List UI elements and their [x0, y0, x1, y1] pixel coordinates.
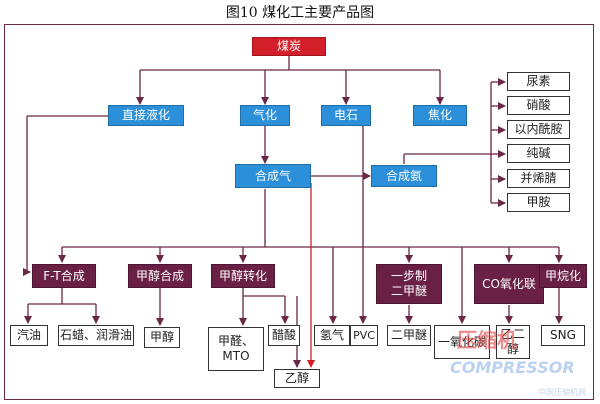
node-one-step-dme-line2: 二甲醚	[390, 284, 427, 298]
node-formaldehyde-mto-line1: 甲醛、	[217, 334, 254, 348]
node-formaldehyde-mto: 甲醛、 MTO	[208, 327, 264, 371]
node-acrylonitrile: 并烯腈	[507, 169, 570, 188]
node-caprolactam: 以内酰胺	[507, 120, 570, 139]
node-methylamine: 甲胺	[507, 193, 570, 212]
node-synthetic-ammonia: 合成氨	[371, 165, 437, 187]
node-methanol-conversion: 甲醇转化	[211, 264, 275, 288]
node-coal: 煤炭	[252, 37, 326, 56]
node-co-oxidation: CO氧化联	[474, 264, 544, 304]
node-methanol: 甲醇	[144, 327, 180, 348]
node-methanation: 甲烷化	[539, 264, 587, 288]
node-one-step-dme: 一步制 二甲醚	[376, 264, 442, 304]
node-hydrogen: 氢气	[314, 325, 350, 346]
node-ethanol: 乙醇	[274, 369, 320, 388]
node-urea: 尿素	[507, 72, 570, 91]
node-coking: 焦化	[413, 105, 467, 126]
node-calcium-carbide: 电石	[321, 105, 371, 126]
node-one-step-dme-line1: 一步制	[390, 269, 427, 283]
node-formaldehyde-mto-line2: MTO	[222, 349, 250, 363]
node-ft-synthesis: F-T合成	[32, 264, 96, 288]
node-soda-ash: 纯碱	[507, 144, 570, 163]
node-ethylene-glycol: 乙二醇	[496, 325, 530, 359]
node-methanol-synthesis: 甲醇合成	[128, 264, 192, 288]
node-gasoline: 汽油	[10, 325, 48, 346]
diagram-frame	[4, 24, 594, 400]
node-sng: SNG	[541, 325, 585, 346]
node-pvc: PVC	[350, 325, 378, 346]
node-syngas: 合成气	[235, 164, 311, 188]
node-nitric-acid: 硝酸	[507, 96, 570, 115]
node-acetic-acid: 醋酸	[268, 325, 300, 346]
figure-title: 图10 煤化工主要产品图	[225, 5, 375, 21]
node-direct-liquefaction: 直接液化	[108, 105, 184, 126]
node-monoxide-carbonate: 一氧化碳	[434, 325, 490, 359]
node-gasification: 气化	[240, 105, 290, 126]
node-paraffin-lube: 石蜡、润滑油	[58, 325, 134, 346]
node-dme: 二甲醚	[387, 325, 431, 346]
